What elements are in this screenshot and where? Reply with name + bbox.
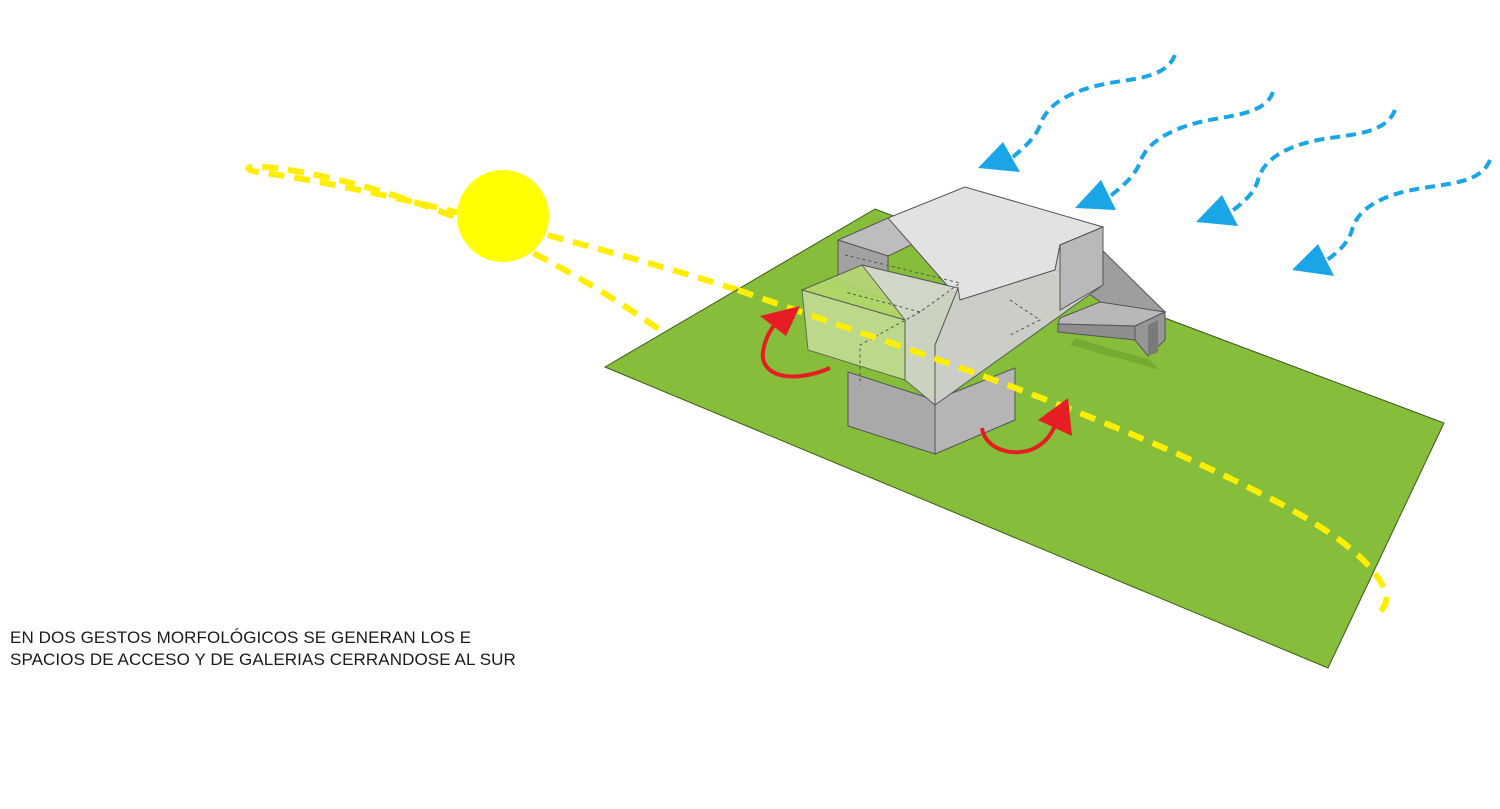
- rotation-arrow-icon: [760, 306, 831, 379]
- caption-line-2: SPACIOS DE ACCESO Y DE GALERIAS CERRANDO…: [10, 650, 516, 669]
- caption-line-1: EN DOS GESTOS MORFOLÓGICOS SE GENERAN LO…: [10, 628, 472, 647]
- wind-arrow-icon-3: [1196, 109, 1397, 226]
- diagram-caption: EN DOS GESTOS MORFOLÓGICOS SE GENERAN LO…: [10, 627, 570, 671]
- wind-arrow-icon-1: [978, 54, 1177, 172]
- sun-path-front: [736, 287, 1390, 618]
- wind-arrow-icon-2: [1075, 91, 1275, 210]
- lower-wing-volume: [847, 367, 1016, 455]
- rotation-arrow-icon-2: [980, 398, 1072, 455]
- wind-arrow-icon-4: [1292, 159, 1492, 276]
- building-shadow: [1070, 338, 1160, 370]
- sun-icon: [457, 170, 549, 262]
- hidden-edges: [844, 254, 1041, 385]
- main-volume: [860, 186, 1105, 407]
